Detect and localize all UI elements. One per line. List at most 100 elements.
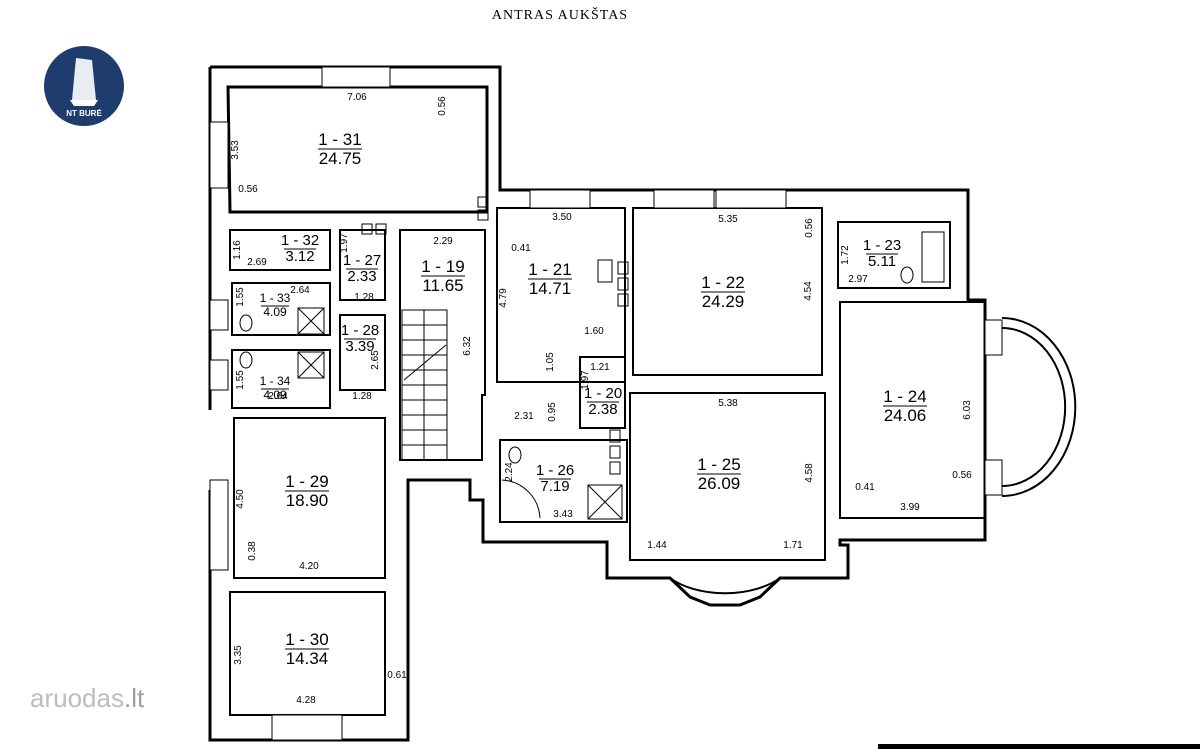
dimension-label: 6.03 xyxy=(962,400,973,420)
room-area: 11.65 xyxy=(422,276,463,295)
dimension-label: 2.64 xyxy=(268,391,288,402)
fixtures xyxy=(239,196,945,520)
dimension-label: 1.71 xyxy=(783,540,803,551)
room-area: 2.38 xyxy=(588,401,617,418)
watermark-text: aruodas.lt xyxy=(30,683,145,713)
interior-walls xyxy=(229,207,986,716)
dimension-label: 4.58 xyxy=(804,463,815,483)
dimension-label: 1.55 xyxy=(235,370,246,390)
dimension-label: 1.60 xyxy=(584,326,604,337)
boat-hull-icon xyxy=(70,100,98,106)
room-id: 1 - 24 xyxy=(883,387,926,406)
sail-icon xyxy=(72,58,96,100)
room-id: 1 - 19 xyxy=(421,257,464,276)
room-area: 14.71 xyxy=(529,279,572,298)
dimension-label: 3.53 xyxy=(230,140,241,160)
room-id: 1 - 30 xyxy=(285,630,328,649)
dimension-label: 5.38 xyxy=(718,398,738,409)
room-area: 24.06 xyxy=(884,406,927,425)
dimension-label: 4.28 xyxy=(296,695,316,706)
dimension-label: 1.28 xyxy=(354,292,374,303)
logo: NT BURĖ xyxy=(44,46,124,126)
room-area: 14.34 xyxy=(286,649,329,668)
room-id: 1 - 22 xyxy=(701,273,744,292)
dimension-label: 2.64 xyxy=(290,285,310,296)
dimension-label: 0.41 xyxy=(855,482,875,493)
plan-title: ANTRAS AUKŠTAS xyxy=(492,6,628,23)
room-area: 2.33 xyxy=(347,268,376,285)
dimension-label: 7.06 xyxy=(347,92,367,103)
room-label: 1 - 323.12 xyxy=(281,232,319,265)
staircase xyxy=(401,309,448,461)
dimension-label: 4.20 xyxy=(299,561,319,572)
room-area: 3.12 xyxy=(285,248,314,265)
dimension-label: 2.24 xyxy=(504,462,515,482)
watermark-main: aruodas xyxy=(30,683,124,713)
room-label: 1 - 344.09 xyxy=(260,374,291,402)
room-label: 1 - 202.38 xyxy=(584,385,622,418)
dimension-label: 4.79 xyxy=(498,288,509,308)
dimension-label: 0.41 xyxy=(511,243,531,254)
room-id: 1 - 26 xyxy=(536,462,574,479)
dimension-label: 0.38 xyxy=(247,541,258,561)
room-id: 1 - 20 xyxy=(584,385,622,402)
dimension-label: 1.55 xyxy=(235,287,246,307)
room-label: 1 - 272.33 xyxy=(343,252,381,285)
watermark: aruodas.lt xyxy=(30,683,145,713)
room-label: 1 - 334.09 xyxy=(260,291,291,319)
dimension-label: 0.56 xyxy=(804,218,815,238)
dimension-label: 1.16 xyxy=(232,240,243,260)
dimension-label: 4.50 xyxy=(235,489,246,509)
watermark-suffix: .lt xyxy=(124,683,145,713)
dimension-label: 4.54 xyxy=(803,281,814,301)
room-area: 3.39 xyxy=(345,338,374,355)
room-label: 1 - 283.39 xyxy=(341,322,379,355)
dimension-label: 1.05 xyxy=(545,352,556,372)
dimension-label: 0.56 xyxy=(952,470,972,481)
room-id: 1 - 25 xyxy=(697,455,740,474)
windows xyxy=(209,66,1003,741)
room-id: 1 - 31 xyxy=(318,130,361,149)
room-id: 1 - 29 xyxy=(285,472,328,491)
dimension-label: 0.61 xyxy=(387,670,407,681)
room-id: 1 - 23 xyxy=(863,237,901,254)
dimension-label: 1.28 xyxy=(352,391,372,402)
dimension-label: 0.95 xyxy=(547,402,558,422)
room-area: 7.19 xyxy=(540,478,569,495)
dimension-labels: 7.06 0.56 3.53 0.56 1.16 2.69 1.97 2.29 0.41 3.50… xyxy=(230,92,973,706)
room-id: 1 - 27 xyxy=(343,252,381,269)
room-area: 26.09 xyxy=(698,474,741,493)
dimension-label: 2.69 xyxy=(247,257,267,268)
room-id: 1 - 28 xyxy=(341,322,379,339)
dimension-label: 3.50 xyxy=(552,212,572,223)
room-area: 24.29 xyxy=(702,292,745,311)
dimension-label: 1.97 xyxy=(339,233,350,253)
room-area: 4.09 xyxy=(263,388,287,402)
dimension-label: 1.21 xyxy=(590,362,610,373)
room-id: 1 - 21 xyxy=(528,260,571,279)
room-id: 1 - 33 xyxy=(260,291,291,305)
dimension-label: 1.97 xyxy=(580,370,591,390)
dimension-label: 0.56 xyxy=(238,184,258,195)
bottom-strip xyxy=(878,744,1200,749)
room-label: 1 - 235.11 xyxy=(863,237,901,270)
room-area: 5.11 xyxy=(868,253,896,270)
dimension-label: 2.29 xyxy=(433,236,453,247)
dimension-label: 3.43 xyxy=(553,509,573,520)
room-id: 1 - 34 xyxy=(260,374,291,388)
dimension-label: 0.56 xyxy=(437,96,448,116)
dimension-label: 2.97 xyxy=(848,274,868,285)
room-label: 1 - 267.19 xyxy=(536,462,574,495)
dimension-label: 5.35 xyxy=(718,214,738,225)
dimension-label: 1.72 xyxy=(840,245,851,265)
room-area: 18.90 xyxy=(286,491,329,510)
